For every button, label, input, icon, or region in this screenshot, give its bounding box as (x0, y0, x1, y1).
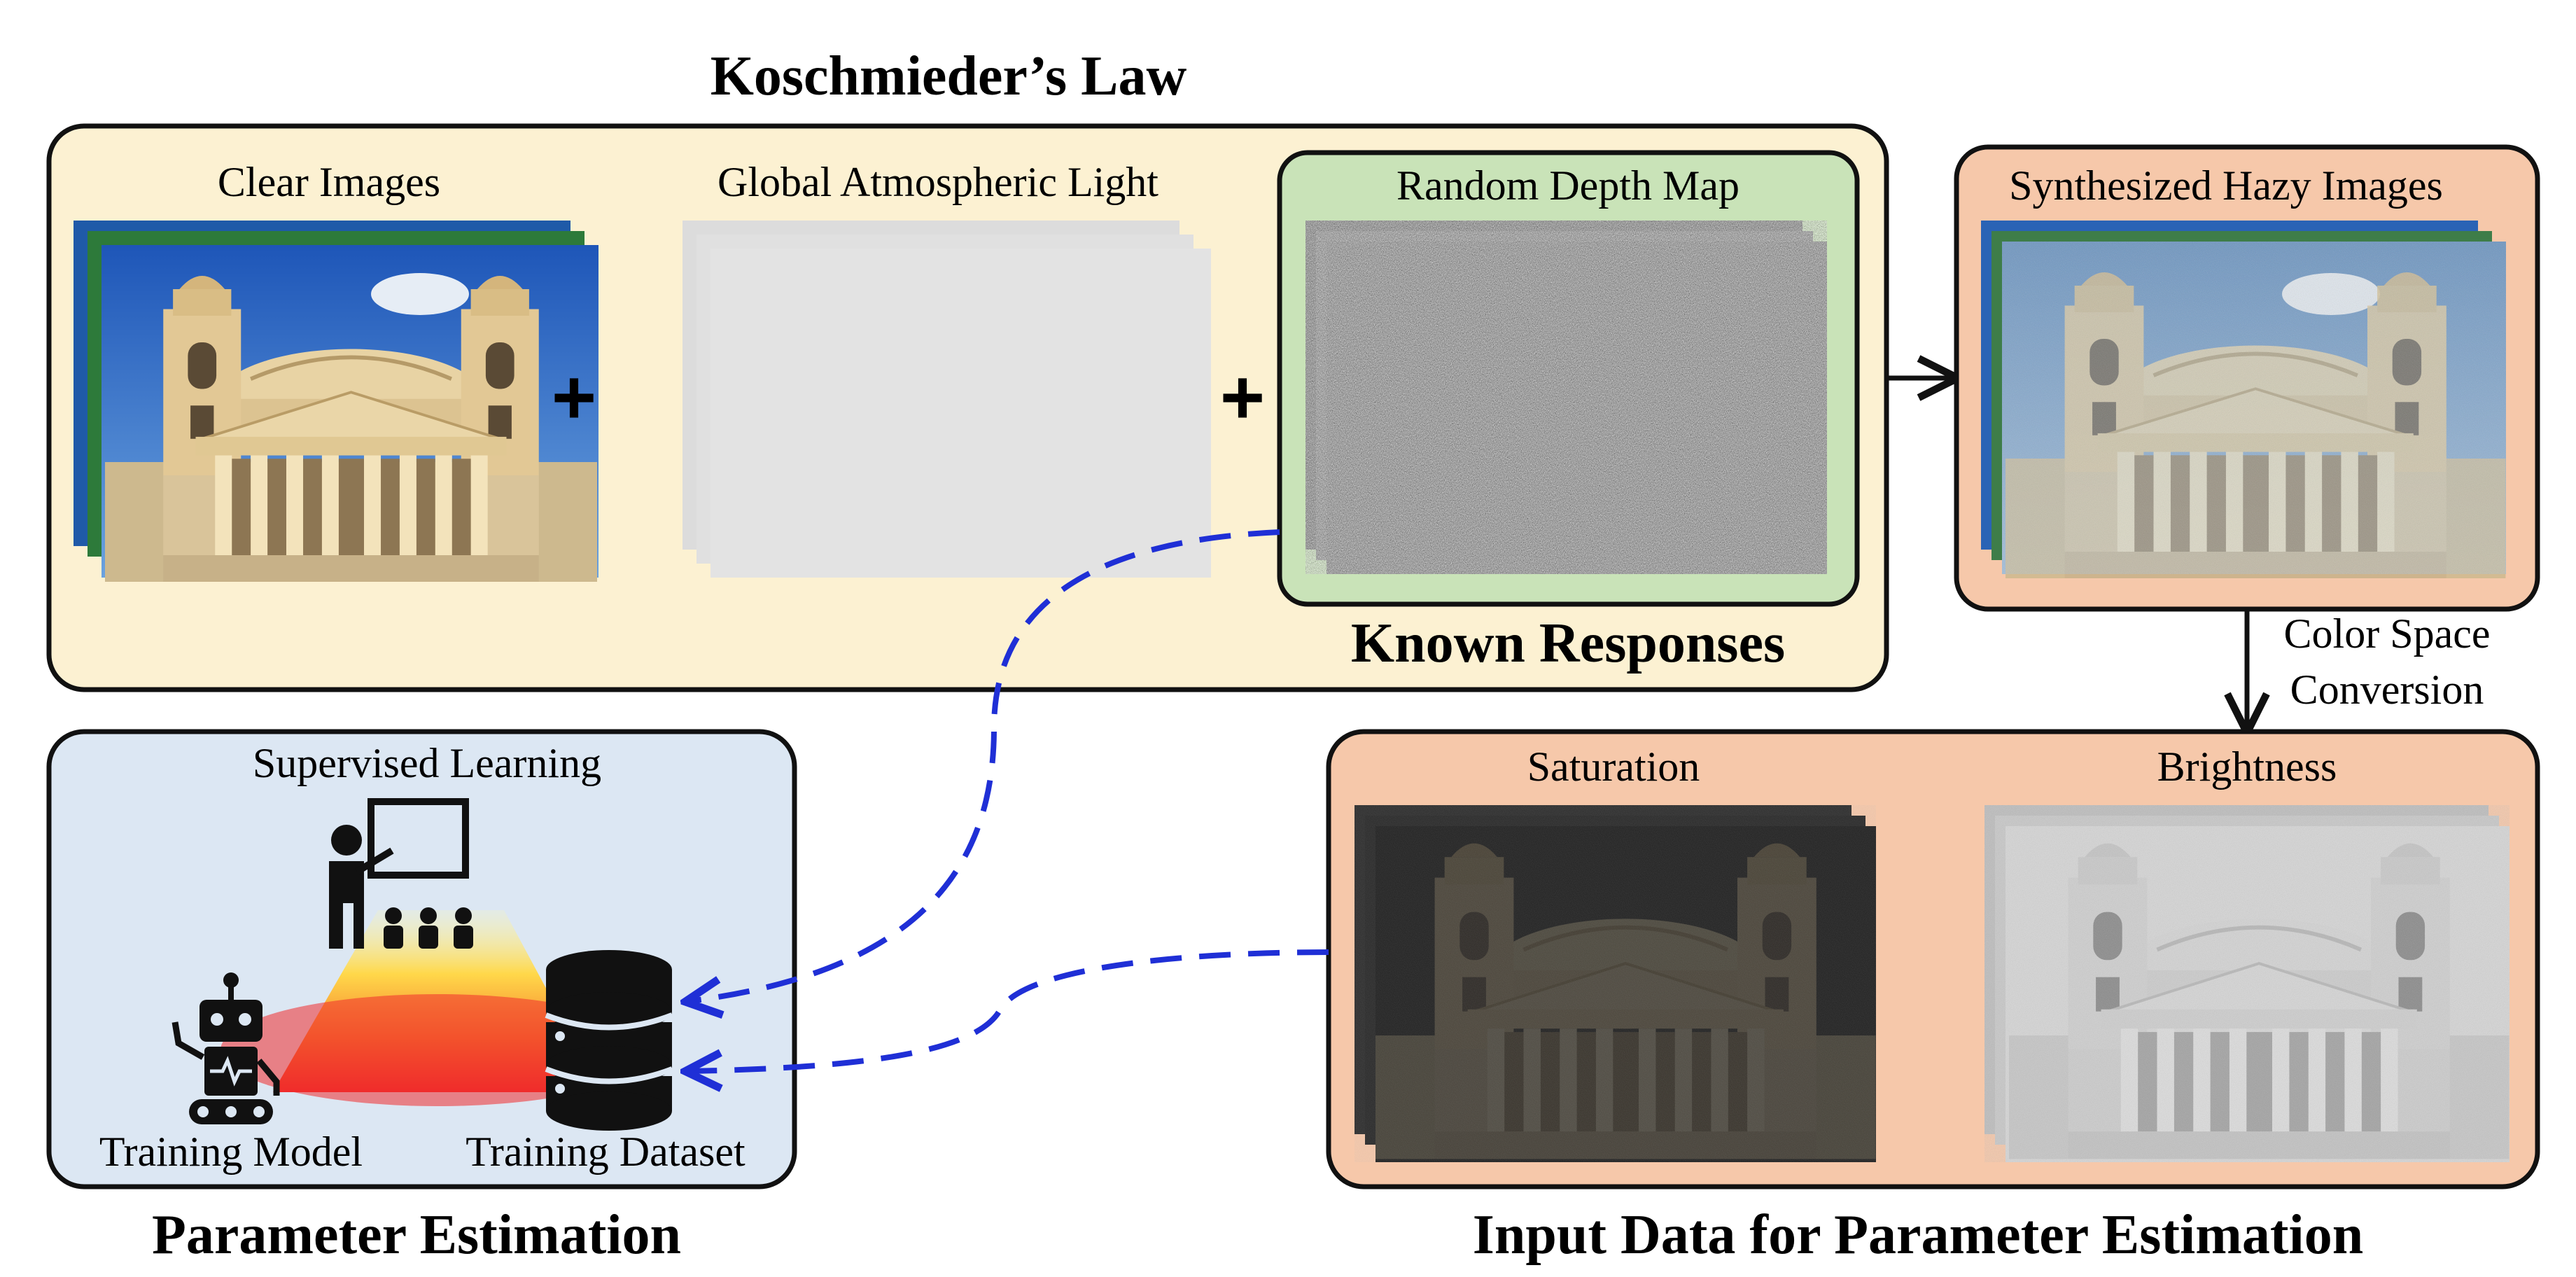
plus-sign-2: + (1220, 354, 1265, 440)
brightness-label: Brightness (2157, 744, 2337, 790)
koschmieder-law-heading: Koschmieder’s Law (710, 46, 1187, 107)
input-to-dataset-arrow (690, 949, 1329, 1071)
atmospheric-light-stack (682, 221, 1211, 578)
brightness-stack (1984, 805, 2510, 1162)
supervised-learning-label: Supervised Learning (253, 740, 601, 786)
conversion-label-line2: Conversion (2290, 667, 2484, 713)
depth-map-stack (1306, 221, 1827, 574)
robot-icon (172, 972, 280, 1124)
conversion-label-line1: Color Space (2284, 610, 2491, 657)
plus-sign-1: + (552, 354, 596, 440)
input-data-heading: Input Data for Parameter Estimation (1473, 1204, 2363, 1266)
depth-map-label: Random Depth Map (1396, 162, 1740, 209)
hazy-images-stack (1981, 221, 2506, 578)
teacher-icon (329, 798, 473, 949)
database-icon (545, 950, 673, 1131)
atmospheric-light-label: Global Atmospheric Light (718, 159, 1158, 205)
parameter-estimation-heading: Parameter Estimation (152, 1204, 681, 1266)
known-responses-heading: Known Responses (1351, 613, 1785, 674)
training-model-label: Training Model (99, 1129, 363, 1175)
saturation-stack (1354, 805, 1876, 1162)
depth-to-dataset-arrow (690, 529, 1280, 1001)
clear-images-stack (74, 221, 598, 582)
clear-images-label: Clear Images (218, 159, 440, 205)
training-dataset-label: Training Dataset (465, 1129, 746, 1175)
hazy-images-label: Synthesized Hazy Images (2009, 162, 2443, 209)
saturation-label: Saturation (1527, 744, 1700, 790)
